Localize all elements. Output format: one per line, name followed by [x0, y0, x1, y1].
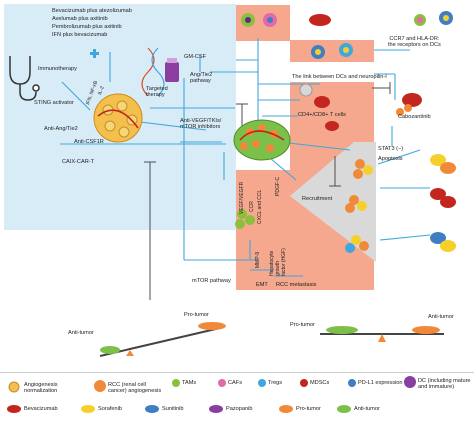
stethoscope-icon	[9, 56, 40, 101]
right-pro-tumor-label: Pro-tumor	[290, 322, 315, 328]
therapy-1: Bevacizumab plus atezolizumab	[52, 8, 132, 14]
legend-tregs: Tregs	[268, 380, 283, 386]
legend-cafs: CAFs	[228, 380, 242, 386]
anti-ang-label: Anti-Ang/Tie2	[44, 126, 78, 132]
caix-label: CAIX-CAR-T	[62, 159, 95, 165]
ccr7-label: CCR7 and HLA-DR: the receptors on DCs	[388, 36, 441, 49]
anti-vegf-label: Anti-VEGF/TKIs/ mTOR inhibitors	[180, 118, 222, 131]
connection-lines	[60, 38, 431, 277]
legend-rcc: RCC (renal cell cancer) angiogenesis	[108, 382, 162, 395]
right-balance-scale	[320, 326, 444, 342]
sting-label: STING activator	[34, 100, 74, 106]
legend-sorafenib: Sorafenib	[98, 406, 122, 412]
gm-csf-label: GM-CSF	[184, 54, 207, 60]
left-balance-scale	[99, 322, 226, 357]
cxcl-label: CXCL and CCL	[257, 189, 263, 224]
legend-icons-row1	[8, 376, 416, 393]
ccr-label: CCR	[249, 201, 255, 212]
targeted-therapy-label: Targeted therapy	[146, 86, 168, 99]
stat3-label: STAT3 (−)	[378, 146, 404, 152]
cd4-label: CD4+/CD8+ T cells	[298, 112, 346, 118]
dc-link-label: The link between DCs and neuropilin-I	[292, 74, 387, 80]
emt-label: EMT	[256, 282, 268, 288]
recruitment-label: Recruitment	[302, 196, 333, 202]
anti-csf-label: Anti-CSF1R	[74, 139, 104, 145]
legend-tams: TAMs	[182, 380, 197, 386]
therapy-3: Pembrolizumab plus axitinib	[52, 24, 122, 30]
legend-divider	[0, 372, 474, 373]
hgf-label: Hepatocyte growth factor (HGF)	[269, 248, 287, 276]
legend-sunitinib: Sunitinib	[162, 406, 184, 412]
legend-pdl1: PD-L1 expression	[358, 380, 403, 386]
drug-vial-icon	[165, 58, 179, 82]
medical-cross-icon	[90, 49, 99, 58]
left-pro-tumor-label: Pro-tumor	[184, 312, 209, 318]
legend-icons-row2	[7, 405, 351, 413]
cell-clusters-icon	[235, 11, 456, 253]
dc-link-region	[290, 40, 374, 62]
legend-pazopanib: Pazopanib	[226, 406, 253, 412]
mtor-label: mTOR pathway	[192, 278, 231, 284]
rcc-metastasis-label: RCC metastasis	[276, 282, 317, 288]
right-anti-tumor-label: Anti-tumor	[428, 314, 454, 320]
dna-helix-icon	[141, 47, 165, 97]
legend-anti-tumor: Anti-tumor	[354, 406, 380, 412]
immunotherapy-label: Immunotherapy	[38, 66, 77, 72]
mmp9-label: MMP-9	[255, 251, 261, 268]
therapy-2: Avelumab plus axitinib	[52, 16, 108, 22]
pdgf-label: PDGF-C	[275, 176, 281, 196]
therapy-4: IFN plus bevacizumab	[52, 32, 108, 38]
apoptosis-label: Apoptosis	[378, 156, 403, 162]
central-tumor-icon	[233, 119, 291, 161]
ang-tie2-label: Ang/Tie2 pathway	[190, 72, 213, 85]
legend-mdscs: MDSCs	[310, 380, 330, 386]
legend-dc: DC (including mature and immature)	[418, 378, 471, 391]
cabozantinib-label: Cabozantinib	[398, 114, 431, 120]
left-anti-tumor-label: Anti-tumor	[68, 330, 94, 336]
dc-cell-icon	[241, 13, 353, 131]
legend-angiogenesis: Angiogenesis normalization	[24, 382, 58, 395]
legend-bevacizumab: Bevacizumab	[24, 406, 58, 412]
legend-pro-tumor: Pro-tumor	[296, 406, 321, 412]
rcc-tumor-icon	[93, 93, 143, 143]
vegf-label: VEGF/VEGFR	[239, 181, 245, 214]
